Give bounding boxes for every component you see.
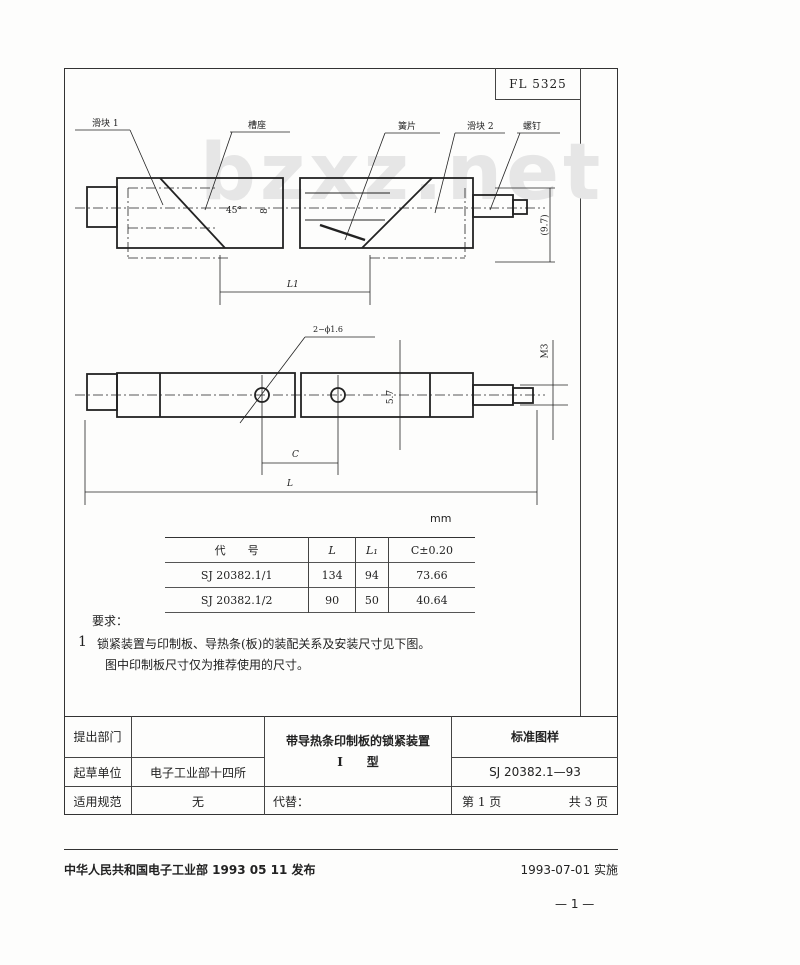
thread-label: M3 (540, 343, 551, 359)
proposer-label: 提出部门 (64, 716, 132, 758)
c-dim: C (292, 450, 299, 460)
cell-code: SJ 20382.1/1 (200, 568, 273, 582)
hole-label: 2−ϕ1.6 (313, 325, 343, 334)
table-row: SJ 20382.1/1 134 94 73.66 (165, 562, 475, 588)
label-groove-seat: 槽座 (248, 121, 267, 131)
document-number: SJ 20382.1—93 (452, 758, 618, 787)
label-screw: 螺钉 (523, 122, 542, 132)
proposer-value (132, 716, 265, 758)
scope-label: 适用规范 (64, 787, 132, 815)
l-dim: L (287, 479, 293, 489)
issuer-text: 中华人民共和国电子工业部 1993 05 11 发布 (64, 863, 316, 877)
requirement-line-2: 图中印制板尺寸仅为推荐使用的尺寸。 (105, 658, 310, 672)
cell-l1: 50 (354, 587, 389, 613)
cell-c: 40.64 (387, 587, 475, 613)
header-c: C±0.20 (387, 537, 475, 563)
frame-inner-line (580, 68, 581, 716)
table-header-row: 代 号 L L₁ C±0.20 (165, 537, 475, 563)
requirements-title: 要求： (92, 614, 129, 628)
title-line-2: I 型 (337, 755, 379, 769)
unit-label: mm (430, 512, 452, 525)
assembly-top-view (86, 177, 528, 249)
height-dim: 8 (259, 208, 270, 214)
effective-date: 1993-07-01 实施 (520, 863, 618, 877)
page-total: 共 3 页 (568, 794, 608, 809)
cell-l: 90 (308, 587, 356, 613)
requirement-line-1: 锁紧装置与印制板、导热条(板)的装配关系及安装尺寸见下图。 (97, 637, 431, 651)
side-dim: (9.7) (540, 214, 551, 236)
document-title: 带导热条印制板的锁紧装置 I 型 (265, 716, 452, 787)
cell-l: 134 (308, 562, 356, 588)
header-l: L (308, 537, 356, 563)
page-number: — 1 — (555, 897, 595, 911)
document-code: FL 5325 (495, 68, 580, 100)
angle-dim: 45° (226, 206, 242, 216)
table-row: SJ 20382.1/2 90 50 40.64 (165, 587, 475, 613)
document-type: 标准图样 (452, 716, 618, 758)
watermark: bzxz.net (200, 128, 605, 218)
cell-code: SJ 20382.1/2 (200, 593, 273, 607)
title-block: 提出部门 起草单位 电子工业部十四所 适用规范 无 带导热条印制板的锁紧装置 I… (64, 716, 618, 815)
label-spring-leaf: 簧片 (398, 122, 417, 132)
header-code: 代 号 (214, 544, 259, 557)
dimension-table: 代 号 L L₁ C±0.20 SJ 20382.1/1 134 94 73.6… (165, 537, 475, 613)
header-l1: L₁ (354, 537, 389, 563)
page-current: 第 1 页 (462, 794, 502, 809)
drafter-label: 起草单位 (64, 758, 132, 787)
title-line-1: 带导热条印制板的锁紧装置 (285, 734, 430, 748)
replaces-label: 代替： (265, 787, 452, 815)
page-info: 第 1 页 共 3 页 (452, 787, 618, 815)
footer-rule (64, 849, 618, 850)
requirement-number: 1 (78, 634, 87, 650)
drafter-value: 电子工业部十四所 (132, 758, 265, 787)
width-dim: 5.7 (386, 389, 397, 405)
label-slider-1: 滑块 1 (92, 119, 119, 129)
l1-dim: L1 (287, 280, 299, 290)
cell-c: 73.66 (387, 562, 475, 588)
label-slider-2: 滑块 2 (467, 122, 494, 132)
cell-l1: 94 (354, 562, 389, 588)
scope-value: 无 (132, 787, 265, 815)
